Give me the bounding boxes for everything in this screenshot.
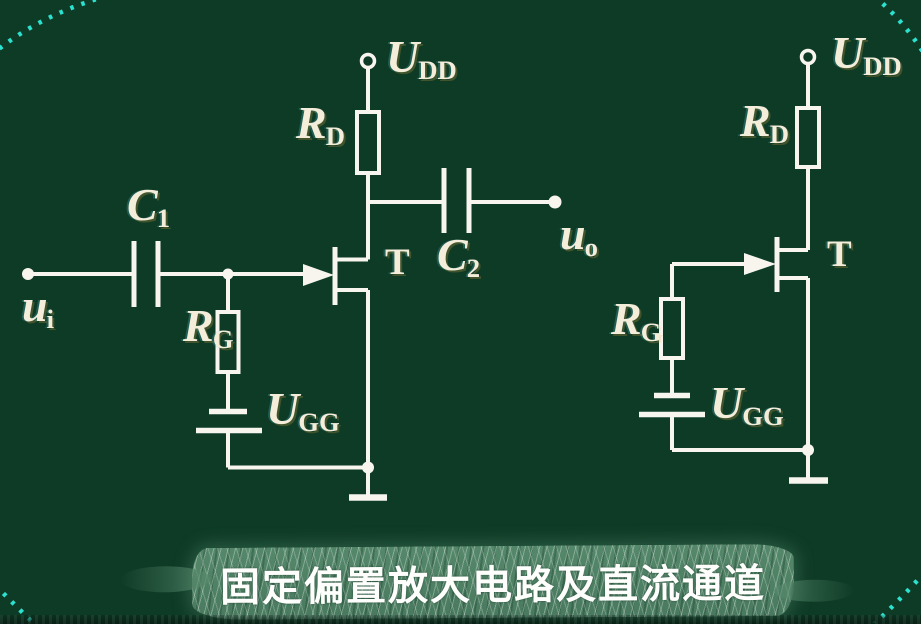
jfet-gate-arrow-icon <box>744 253 776 275</box>
jfet-gate-arrow-icon <box>303 264 334 286</box>
label-rd: RD <box>740 95 789 150</box>
caption: 固定偏置放大电路及直流通道 <box>219 562 767 610</box>
bottom-edge-strip <box>0 615 921 624</box>
label-udd: UDD <box>831 27 902 82</box>
label-transistor: T <box>385 242 410 283</box>
jfet-transistor <box>303 247 368 305</box>
right-circuit <box>639 48 828 484</box>
arc-top-left-icon <box>0 0 102 51</box>
resistor-rd <box>355 110 381 175</box>
udd-terminal <box>359 52 377 70</box>
label-c1: C1 <box>127 179 171 234</box>
jfet-transistor <box>744 237 808 292</box>
resistor-rg <box>659 297 685 360</box>
label-ugg: UGG <box>266 383 340 438</box>
udd-terminal <box>799 48 817 66</box>
label-rg: RG <box>611 293 662 348</box>
label-udd: UDD <box>386 31 457 86</box>
resistor-rd <box>795 106 821 169</box>
left-circuit <box>22 52 562 501</box>
output-terminal-dot <box>548 195 562 209</box>
caption-chalk-smear: 固定偏置放大电路及直流通道 <box>191 543 795 621</box>
label-transistor: T <box>827 234 852 275</box>
battery-ugg <box>196 408 262 434</box>
capacitor-c1 <box>131 241 161 307</box>
label-ui: ui <box>22 280 55 335</box>
label-ugg: UGG <box>710 377 784 432</box>
battery-ugg <box>639 392 705 418</box>
label-rd: RD <box>296 97 345 152</box>
capacitor-c2 <box>441 168 472 233</box>
label-uo: uo <box>560 208 598 263</box>
label-rg: RG <box>183 300 234 355</box>
label-c2: C2 <box>437 229 481 284</box>
